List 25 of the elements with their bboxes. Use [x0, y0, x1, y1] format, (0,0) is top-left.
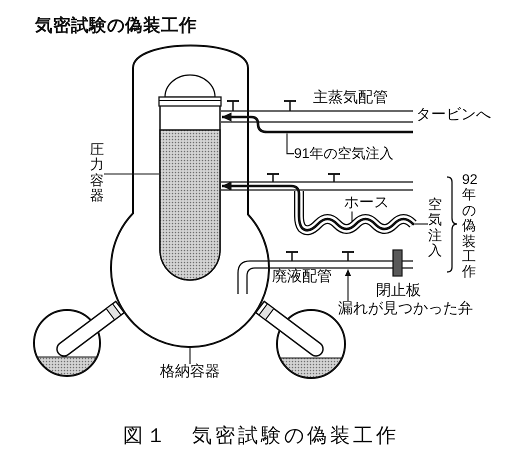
leader-line	[414, 223, 428, 225]
part-label: 92年の偽装工作	[462, 172, 479, 280]
leader-line	[286, 134, 294, 154]
part-label: タービンへ	[416, 107, 491, 124]
pressure-vessel	[158, 74, 222, 281]
leader-line	[189, 348, 191, 364]
part-label: 91年の空気注入	[294, 146, 394, 162]
part-label: 漏れが見つかった弁	[338, 301, 473, 318]
containment-vessel	[110, 44, 270, 348]
figure-caption: 図１ 気密試験の偽装工作	[123, 424, 399, 448]
air-line-arrow	[222, 182, 415, 232]
leader-arrow	[344, 269, 352, 301]
diagram-title: 気密試験の偽装工作	[35, 15, 197, 36]
part-label: 圧力容器	[90, 142, 104, 204]
pipe	[221, 173, 414, 236]
part-label: 格納容器	[160, 364, 220, 380]
part-label: 閉止板	[376, 283, 421, 300]
part-label: ホース	[344, 195, 389, 212]
pipe	[237, 249, 421, 300]
leader-line	[351, 212, 353, 222]
part-label: 廃液配管	[272, 269, 332, 286]
part-label: 主蒸気配管	[313, 90, 388, 106]
leader-line	[104, 173, 159, 175]
part-label: 空気注入	[428, 197, 442, 259]
air-line-arrow	[222, 112, 413, 134]
